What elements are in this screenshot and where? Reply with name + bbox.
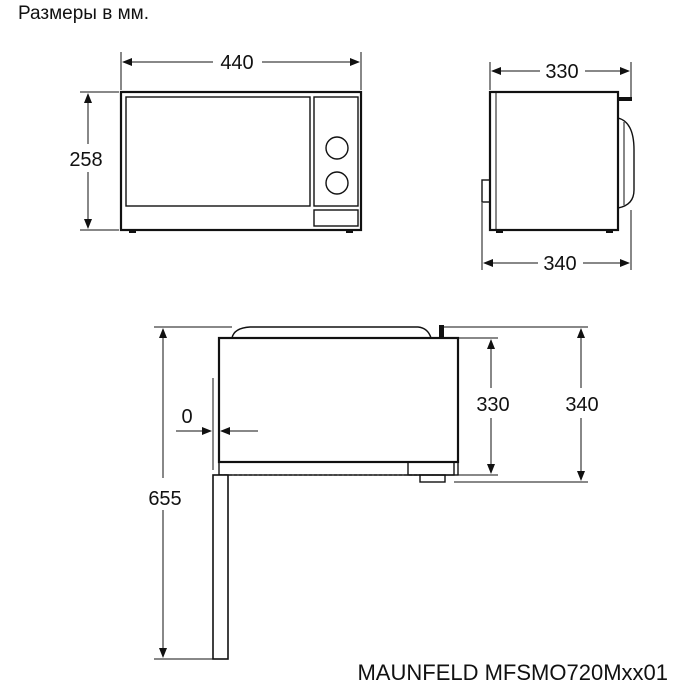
- front-foot-left: [129, 230, 136, 233]
- timer-knob-icon: [325, 136, 349, 160]
- power-knob-icon: [325, 171, 349, 195]
- side-foot-right: [606, 230, 613, 233]
- model-name: MAUNFELD MFSMO720Mxx01: [357, 660, 668, 684]
- install-body: [217, 336, 460, 464]
- control-panel: [313, 96, 359, 207]
- front-foot-right: [346, 230, 353, 233]
- install-base: [218, 461, 459, 476]
- door-release-button: [313, 209, 359, 227]
- width-dim-label: 440: [220, 52, 253, 74]
- units-caption: Размеры в мм.: [18, 3, 149, 24]
- side-back-vent: [617, 117, 635, 209]
- install-foot-block: [407, 461, 455, 476]
- side-depth-dim-label: 330: [545, 61, 578, 83]
- install-plug: [439, 325, 444, 337]
- install-total-dim-label: 340: [565, 394, 598, 416]
- install-top-cover: [231, 326, 432, 339]
- side-foot-left: [496, 230, 503, 233]
- install-foot: [419, 474, 446, 483]
- front-door-window: [125, 96, 311, 207]
- front-body: [119, 90, 363, 232]
- side-body: [488, 90, 620, 232]
- height-dim-label: 258: [69, 149, 102, 171]
- side-total-dim-label: 340: [543, 253, 576, 275]
- installation-view: 0 655 330 340: [148, 325, 599, 660]
- side-handle: [481, 179, 491, 203]
- side-plug: [618, 97, 632, 101]
- min-height-dim-label: 655: [148, 488, 181, 510]
- side-view: 330 340: [481, 61, 635, 275]
- install-depth-dim-label: 330: [476, 394, 509, 416]
- support-board: [212, 474, 229, 660]
- clearance-dim-label: 0: [181, 406, 192, 428]
- front-view: 440 258: [69, 52, 363, 233]
